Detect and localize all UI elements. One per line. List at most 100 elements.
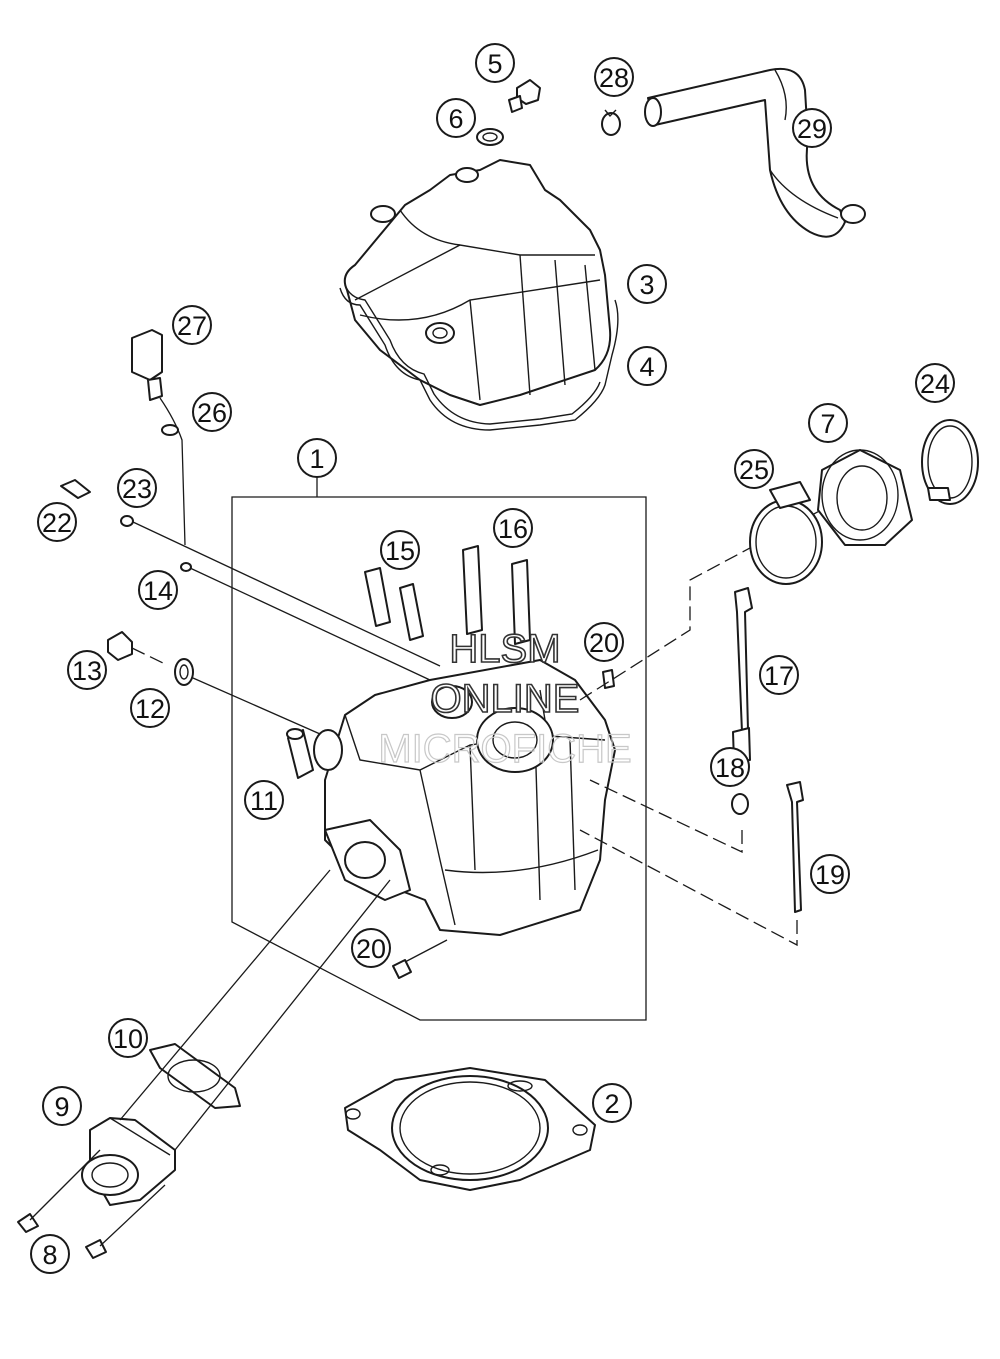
callout-7: 7 xyxy=(808,403,848,443)
callout-circle xyxy=(710,747,750,787)
clamp-24 xyxy=(921,419,979,505)
callout-label: 12 xyxy=(135,694,165,724)
manifold-screws xyxy=(17,1213,107,1259)
intake-flange xyxy=(817,449,913,546)
watermark-line3: MICROFICHE xyxy=(378,727,631,771)
breather-hose xyxy=(644,68,866,238)
callout-label: 8 xyxy=(42,1240,57,1270)
callout-15: 15 xyxy=(380,530,420,570)
callout-27: 27 xyxy=(172,305,212,345)
callout-label: 13 xyxy=(72,656,102,686)
callout-circle xyxy=(792,108,832,148)
callout-circle xyxy=(117,468,157,508)
screw-20-lower xyxy=(392,939,448,979)
callout-11: 11 xyxy=(244,780,284,820)
callout-label: 6 xyxy=(448,104,463,134)
callout-label: 17 xyxy=(764,661,794,691)
cover-screw xyxy=(508,79,541,113)
callout-4: 4 xyxy=(627,346,667,386)
dash-line-manifold-b xyxy=(99,1184,166,1247)
callout-label: 3 xyxy=(639,270,654,300)
callout-26: 26 xyxy=(192,392,232,432)
callout-20a: 20 xyxy=(584,622,624,662)
dash-line-17 xyxy=(589,779,743,854)
washer xyxy=(731,793,749,815)
assembly-frame xyxy=(231,496,647,1021)
callout-label: 14 xyxy=(143,576,173,606)
callout-circle xyxy=(172,305,212,345)
screw-20-upper xyxy=(602,669,615,689)
callout-circle xyxy=(108,1018,148,1058)
callout-circle xyxy=(627,264,667,304)
stud-screw xyxy=(180,562,431,681)
plug xyxy=(107,631,166,665)
intake-manifold xyxy=(81,1117,176,1206)
dash-line-19 xyxy=(579,829,798,947)
callout-29: 29 xyxy=(792,108,832,148)
callout-19: 19 xyxy=(810,854,850,894)
callout-circle xyxy=(192,392,232,432)
seal-ring xyxy=(174,658,346,746)
callout-circle xyxy=(67,650,107,690)
callout-circle xyxy=(30,1234,70,1274)
callout-circle xyxy=(297,438,337,478)
callout-circle xyxy=(475,43,515,83)
callout-label: 27 xyxy=(177,311,207,341)
callout-label: 2 xyxy=(604,1089,619,1119)
cylinder-head xyxy=(313,659,616,936)
callout-circle xyxy=(810,854,850,894)
callout-label: 9 xyxy=(54,1092,69,1122)
callout-label: 7 xyxy=(820,409,835,439)
callout-17: 17 xyxy=(759,655,799,695)
callout-8: 8 xyxy=(30,1234,70,1274)
callout-circle xyxy=(42,1086,82,1126)
callout-label: 22 xyxy=(42,508,72,538)
callout-label: 18 xyxy=(715,753,745,783)
callout-label: 10 xyxy=(113,1024,143,1054)
callout-20b: 20 xyxy=(351,928,391,968)
callout-label: 19 xyxy=(815,860,845,890)
cylinder-head-bolt-long xyxy=(732,587,753,763)
callouts: 1234567891011121314151617181920202223242… xyxy=(30,43,955,1274)
cylinder-head-bolt-short xyxy=(786,781,804,913)
callout-circle xyxy=(244,780,284,820)
callout-circle xyxy=(584,622,624,662)
callout-circle xyxy=(808,403,848,443)
callout-label: 29 xyxy=(797,114,827,144)
callout-label: 4 xyxy=(639,352,654,382)
callout-circle xyxy=(734,449,774,489)
callout-5: 5 xyxy=(475,43,515,83)
temperature-sensor xyxy=(131,329,186,546)
cylinder-head-gasket xyxy=(344,1067,596,1191)
callout-label: 11 xyxy=(250,786,278,816)
callout-13: 13 xyxy=(67,650,107,690)
callout-circle xyxy=(138,570,178,610)
watermark-line1: HLSM xyxy=(449,627,560,671)
callout-circle xyxy=(627,346,667,386)
callout-12: 12 xyxy=(130,688,170,728)
hose-clamp xyxy=(601,109,621,136)
callout-label: 20 xyxy=(589,628,619,658)
callout-circle xyxy=(759,655,799,695)
callout-circle xyxy=(915,363,955,403)
watermark: HLSM ONLINE MICROFICHE xyxy=(378,626,633,771)
callout-circle xyxy=(493,508,533,548)
oil-pressure-screw xyxy=(60,479,91,499)
plug-screw xyxy=(120,515,441,667)
callout-16: 16 xyxy=(493,508,533,548)
callout-23: 23 xyxy=(117,468,157,508)
valve-cover xyxy=(343,159,612,406)
callout-2: 2 xyxy=(592,1083,632,1123)
callout-circle xyxy=(436,98,476,138)
callout-circle xyxy=(380,530,420,570)
intake-gasket xyxy=(149,1043,241,1109)
valve-guides-15 xyxy=(364,567,424,641)
valve-guides-16 xyxy=(462,545,531,645)
valve-cover-gasket xyxy=(339,284,619,431)
dash-line-manifold-a xyxy=(29,1149,101,1221)
screw-seal xyxy=(476,128,504,146)
callout-3: 3 xyxy=(627,264,667,304)
callout-label: 5 xyxy=(487,49,502,79)
callout-circle xyxy=(592,1083,632,1123)
